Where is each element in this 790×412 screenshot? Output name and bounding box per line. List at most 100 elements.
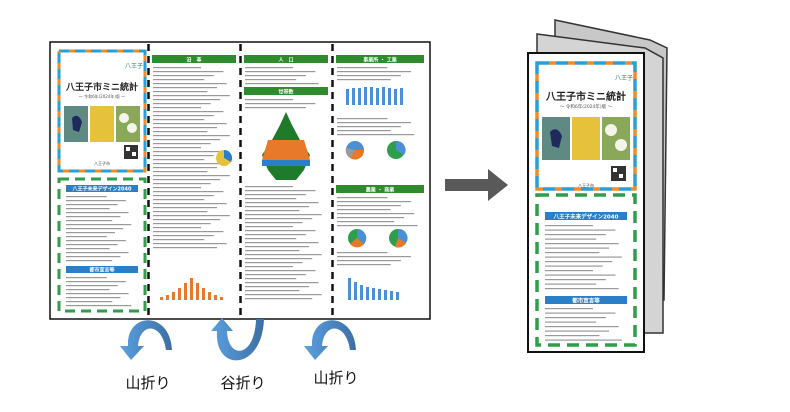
bar bbox=[184, 283, 187, 300]
text-line bbox=[245, 242, 319, 244]
text-line bbox=[153, 223, 211, 225]
svg-text:八王子未来デザイン2040: 八王子未来デザイン2040 bbox=[72, 186, 132, 193]
text-line bbox=[545, 339, 622, 341]
text-line bbox=[153, 183, 211, 185]
text-line bbox=[337, 118, 388, 120]
photo-flowers bbox=[116, 106, 140, 142]
text-line bbox=[66, 252, 129, 254]
text-line bbox=[545, 288, 619, 290]
text-line bbox=[153, 103, 211, 105]
text-line bbox=[337, 221, 395, 223]
vision-panel: 八王子未来デザイン2040 都市宣言等 bbox=[57, 177, 147, 313]
text-line bbox=[66, 200, 126, 202]
text-line bbox=[66, 297, 121, 299]
text-line bbox=[245, 278, 297, 280]
text-line bbox=[153, 207, 217, 209]
text-line bbox=[66, 293, 129, 295]
text-line bbox=[245, 83, 319, 85]
text-line bbox=[153, 87, 217, 89]
text-line bbox=[545, 326, 619, 328]
text-line bbox=[245, 258, 313, 260]
text-line bbox=[153, 123, 227, 125]
text-line bbox=[153, 187, 201, 189]
text-line bbox=[153, 119, 205, 121]
text-line bbox=[153, 243, 227, 245]
text-line bbox=[245, 250, 300, 252]
text-line bbox=[245, 286, 309, 288]
fold-label-mountain-1: 山折り bbox=[125, 374, 170, 392]
text-line bbox=[153, 195, 214, 197]
text-line bbox=[337, 130, 391, 132]
text-line bbox=[245, 262, 303, 264]
bar bbox=[358, 88, 361, 105]
text-line bbox=[545, 270, 593, 272]
text-line bbox=[545, 243, 619, 245]
text-line bbox=[153, 75, 214, 77]
text-line bbox=[66, 277, 107, 279]
text-line bbox=[245, 79, 297, 81]
bar bbox=[360, 285, 363, 300]
text-line bbox=[153, 91, 208, 93]
text-line bbox=[245, 226, 293, 228]
folded-vision-header bbox=[545, 212, 627, 220]
text-line bbox=[545, 321, 597, 323]
text-line bbox=[153, 203, 227, 205]
svg-text:都市宣言等: 都市宣言等 bbox=[571, 297, 600, 305]
text-line bbox=[153, 231, 224, 233]
section-agriculture: 農業 ・ 商業 bbox=[366, 187, 395, 194]
text-line bbox=[153, 215, 230, 217]
folded-leaflet: 八王子市ミニ統計 ～ 令和6年(2024年)版 ～ 八王子 八王子市 八王子未来… bbox=[527, 19, 668, 353]
text-line bbox=[245, 186, 293, 188]
text-line bbox=[66, 281, 126, 283]
text-line bbox=[153, 179, 221, 181]
bar bbox=[178, 288, 181, 300]
text-line bbox=[66, 216, 121, 218]
text-line bbox=[153, 235, 214, 237]
text-line bbox=[545, 335, 600, 337]
text-line bbox=[153, 143, 211, 145]
section-industry: 事業所 ・ 工業 bbox=[363, 57, 397, 64]
text-line bbox=[545, 274, 616, 276]
city-label: 八王子市 bbox=[94, 160, 110, 166]
folded-cover-edition: ～ 令和6年(2024年)版 ～ bbox=[560, 103, 613, 110]
text-line bbox=[337, 134, 415, 136]
bar bbox=[384, 290, 387, 300]
bar bbox=[196, 283, 199, 300]
text-line bbox=[245, 238, 297, 240]
cover-title: 八王子市ミニ統計 bbox=[65, 81, 138, 93]
text-line bbox=[337, 79, 391, 81]
bar bbox=[366, 287, 369, 300]
text-line bbox=[153, 175, 230, 177]
text-line bbox=[545, 229, 616, 231]
text-line bbox=[66, 228, 124, 230]
text-line bbox=[153, 199, 205, 201]
text-line bbox=[66, 196, 107, 198]
text-line bbox=[245, 99, 293, 101]
declarations-header bbox=[66, 266, 138, 273]
text-line bbox=[545, 312, 616, 314]
text-line bbox=[337, 197, 388, 199]
text-line bbox=[153, 67, 201, 69]
text-line bbox=[245, 210, 300, 212]
text-line bbox=[245, 266, 293, 268]
text-line bbox=[153, 139, 221, 141]
bar bbox=[394, 89, 397, 105]
text-line bbox=[66, 204, 118, 206]
bar bbox=[400, 88, 403, 105]
section-population: 人 口 bbox=[277, 57, 293, 64]
text-line bbox=[337, 252, 388, 254]
text-line bbox=[153, 95, 230, 97]
text-line bbox=[153, 151, 224, 153]
bar bbox=[382, 87, 385, 105]
text-line bbox=[153, 135, 230, 137]
photo-ginkgo bbox=[90, 106, 114, 142]
folded-photo-ginkgo bbox=[572, 117, 600, 160]
text-line bbox=[66, 212, 129, 214]
text-line bbox=[153, 171, 208, 173]
bar bbox=[352, 88, 355, 105]
text-line bbox=[337, 217, 405, 219]
text-line bbox=[245, 107, 306, 109]
text-line bbox=[66, 285, 118, 287]
text-line bbox=[153, 115, 214, 117]
